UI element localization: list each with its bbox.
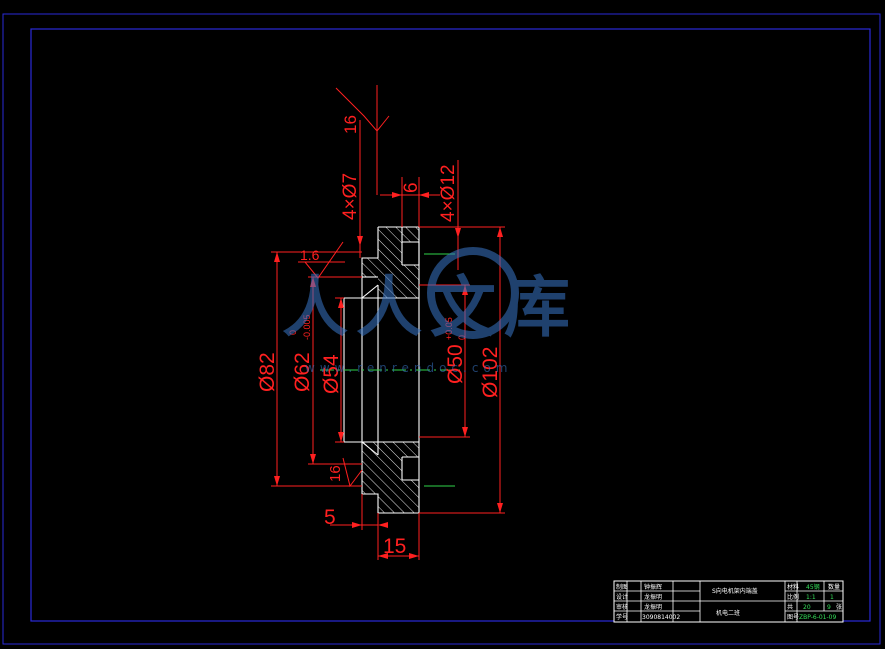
dim-dia-102: Ø102	[479, 347, 502, 398]
tb-sheets-total: 20	[803, 604, 811, 611]
dim-dia-54: Ø54	[320, 354, 343, 394]
tb-quantity-label: 数量	[828, 583, 840, 591]
inner-frame	[30, 28, 871, 622]
outer-frame	[2, 13, 881, 645]
tb-scale: 1:1	[806, 594, 816, 601]
dim-rough-top: 16	[341, 115, 360, 134]
dimension-arrows	[274, 192, 503, 559]
tb-sheet-no: 9	[827, 604, 831, 611]
dimension-lines	[271, 85, 505, 560]
tb-label-1: 设计	[616, 593, 628, 601]
tb-material: 45钢	[806, 583, 820, 591]
dim-rough-mid: 1.6	[300, 247, 320, 263]
hatched-sections	[362, 227, 419, 513]
tb-label-0: 制图	[616, 583, 628, 591]
tb-drawing-no: ZBP-6-01-09	[799, 614, 836, 621]
dim-rough-bottom: 16	[327, 465, 344, 482]
title-block: 制图 设计 审核 学号 钟振辉 龙振明 龙振明 3090814002 S向电机架…	[613, 580, 844, 623]
tb-right-label-2: 共	[787, 603, 793, 611]
tb-right-label-0: 材料	[787, 583, 799, 591]
tb-right-label-1: 比例	[787, 593, 799, 601]
dim-tol-62-lower: -0.005	[302, 314, 312, 340]
tb-name-1: 龙振明	[644, 593, 662, 601]
dim-dia-82: Ø82	[256, 352, 279, 392]
dim-width-6: 6	[401, 182, 422, 193]
dim-tol-62-upper: 0	[288, 330, 298, 335]
dim-width-5: 5	[324, 506, 336, 529]
watermark-url: www.renrendoc.com	[305, 361, 512, 375]
tb-name-3: 3090814002	[642, 614, 680, 621]
watermark-brand: 人人文库	[282, 269, 578, 346]
dim-holes-large: 4×Ø12	[438, 164, 459, 222]
tb-right-label-3: 图号	[787, 614, 799, 621]
tb-name-0: 钟振辉	[644, 583, 662, 591]
watermark: 人人文库 www.renrendoc.com	[282, 247, 578, 375]
tb-class-name: 机电二班	[716, 609, 740, 617]
tb-label-2: 审核	[616, 603, 628, 611]
dim-holes-small: 4×Ø7	[340, 173, 361, 220]
dim-dia-62: Ø62	[291, 352, 314, 392]
tb-part-name: S向电机架内端盖	[712, 587, 758, 595]
watermark-logo-icon	[427, 247, 519, 339]
tb-label-3: 学号	[616, 613, 628, 621]
tb-quantity: 1	[830, 594, 834, 601]
tb-sheet-label: 张	[836, 603, 842, 611]
dim-dia-50: Ø50	[444, 344, 467, 384]
tb-name-2: 龙振明	[644, 603, 662, 611]
dim-width-15: 15	[383, 535, 406, 558]
